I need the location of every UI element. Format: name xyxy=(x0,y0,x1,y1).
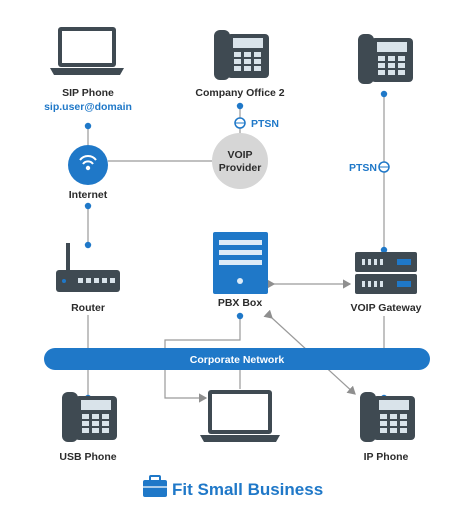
laptop-icon xyxy=(50,27,124,75)
pbx-box-label: PBX Box xyxy=(218,297,263,309)
briefcase-icon xyxy=(143,475,167,497)
company-office-2-node: Company Office 2 xyxy=(195,30,285,99)
voip-provider-line1: VOIP xyxy=(227,149,252,161)
usb-phone-node: USB Phone xyxy=(59,392,117,463)
ptsn-upper: PTSN xyxy=(234,117,279,130)
desk-phone-icon xyxy=(360,392,415,442)
ptsn-right-label: PTSN xyxy=(349,162,377,174)
brand-name: Fit Small Business xyxy=(172,480,323,499)
voip-gateway-label: VOIP Gateway xyxy=(350,302,421,314)
internet-label: Internet xyxy=(69,189,108,201)
ip-phone-label: IP Phone xyxy=(364,451,409,463)
rack-server-icon xyxy=(355,252,417,294)
right-top-phone-node xyxy=(358,34,413,84)
voip-provider-node: VOIP Provider xyxy=(212,133,268,189)
desk-phone-icon xyxy=(62,392,117,442)
desk-phone-icon xyxy=(214,30,269,80)
laptop-icon xyxy=(200,390,280,442)
internet-node: Internet xyxy=(68,145,108,201)
usb-phone-label: USB Phone xyxy=(59,451,116,463)
server-tower-icon xyxy=(213,232,268,294)
router-icon xyxy=(56,243,120,292)
brand-logo[interactable]: Fit Small Business xyxy=(143,475,323,499)
sip-phone-label: SIP Phone xyxy=(62,87,114,99)
corporate-network: Corporate Network xyxy=(44,348,430,370)
voip-provider-line2: Provider xyxy=(219,162,262,174)
voip-gateway-node: VOIP Gateway xyxy=(350,252,422,314)
wifi-globe-icon xyxy=(68,145,108,185)
bottom-laptop-node xyxy=(200,390,280,442)
router-label: Router xyxy=(71,302,105,314)
ip-phone-node: IP Phone xyxy=(360,392,415,463)
corporate-network-band xyxy=(44,348,430,370)
company-office-2-label: Company Office 2 xyxy=(195,87,284,99)
sip-phone-node: SIP Phone sip.user@domain xyxy=(44,27,132,113)
ptsn-upper-label: PTSN xyxy=(251,118,279,130)
desk-phone-icon xyxy=(358,34,413,84)
sip-address-label: sip.user@domain xyxy=(44,101,132,113)
wire-pbx-laptop xyxy=(164,316,241,403)
router-node: Router xyxy=(56,243,120,314)
voip-provider-cloud xyxy=(212,133,268,189)
ptsn-right: PTSN xyxy=(349,161,390,174)
pbx-box-node: PBX Box xyxy=(213,232,268,309)
corporate-network-label: Corporate Network xyxy=(190,354,285,366)
